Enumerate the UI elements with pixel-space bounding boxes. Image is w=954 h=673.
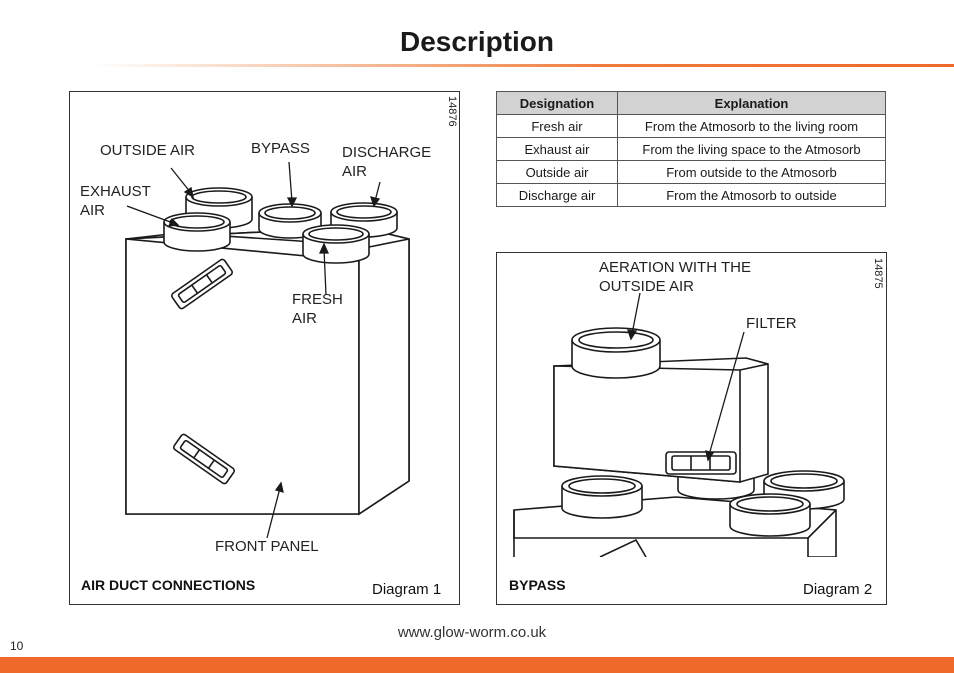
table-header-explanation: Explanation <box>617 91 886 115</box>
diagram-2-code: 14875 <box>872 258 884 289</box>
label-exhaust-air: EXHAUST AIR <box>80 183 151 219</box>
title-rule <box>90 64 954 67</box>
footer-website-link[interactable]: www.glow-worm.co.uk <box>397 624 547 641</box>
footer-accent-bar <box>0 657 954 673</box>
table-cell: From the living space to the Atmosorb <box>617 137 886 161</box>
diagram-2-caption: BYPASS <box>509 577 566 593</box>
diagram-1-code: 14876 <box>446 96 458 127</box>
diagram-2-illustration <box>513 292 845 557</box>
table-cell: From the Atmosorb to the living room <box>617 114 886 138</box>
label-aeration-outside-air: AERATION WITH THE OUTSIDE AIR <box>599 259 751 295</box>
page-title: Description <box>399 26 555 57</box>
page-number: 10 <box>10 639 24 653</box>
table-header-designation: Designation <box>496 91 618 115</box>
label-front-panel: FRONT PANEL <box>215 538 319 555</box>
diagram-2-number: Diagram 2 <box>803 581 873 598</box>
label-fresh-air: FRESH AIR <box>292 291 343 327</box>
label-bypass: BYPASS <box>251 140 310 157</box>
label-outside-air: OUTSIDE AIR <box>100 142 196 159</box>
table-cell: Fresh air <box>496 114 618 138</box>
label-filter: FILTER <box>746 315 797 332</box>
diagram-1-caption: AIR DUCT CONNECTIONS <box>81 577 256 593</box>
label-discharge-air: DISCHARGE AIR <box>342 144 432 180</box>
table-cell: Outside air <box>496 160 618 184</box>
table-row: Fresh air From the Atmosorb to the livin… <box>496 114 886 138</box>
diagram-1-number: Diagram 1 <box>372 581 442 598</box>
designation-table: Designation Explanation Fresh air From t… <box>496 91 886 207</box>
diagram-1-illustration <box>125 161 410 539</box>
table-row: Discharge air From the Atmosorb to outsi… <box>496 183 886 207</box>
table-cell: From outside to the Atmosorb <box>617 160 886 184</box>
table-row: Exhaust air From the living space to the… <box>496 137 886 161</box>
table-header-row: Designation Explanation <box>496 91 886 115</box>
table-cell: From the Atmosorb to outside <box>617 183 886 207</box>
table-row: Outside air From outside to the Atmosorb <box>496 160 886 184</box>
table-cell: Exhaust air <box>496 137 618 161</box>
table-cell: Discharge air <box>496 183 618 207</box>
